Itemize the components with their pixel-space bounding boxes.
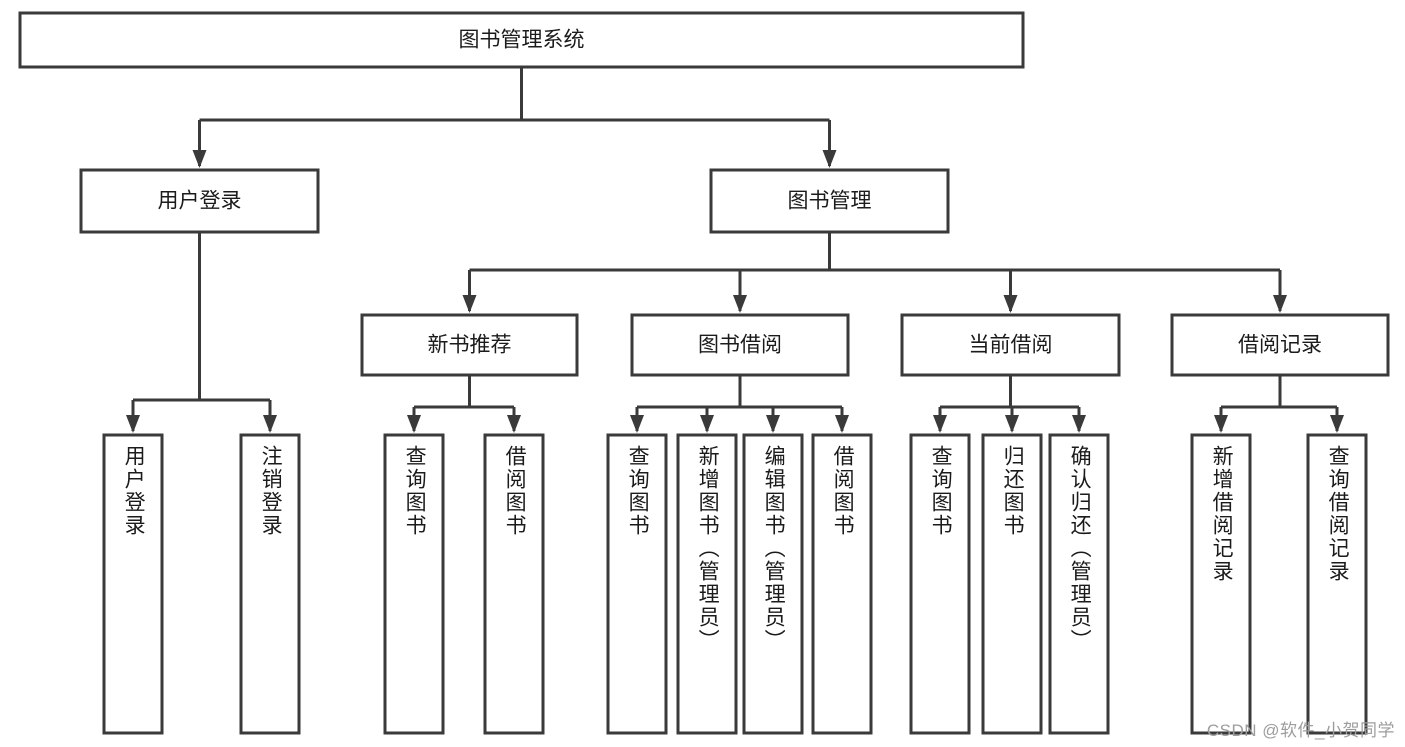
node-level3-label-3: 借阅记录 (1238, 334, 1322, 357)
node-leaf-box-8[interactable] (909, 433, 971, 735)
node-level3-label-1: 图书借阅 (698, 334, 782, 357)
arrow-head-icon (263, 415, 277, 433)
node-leaf-box-1[interactable] (239, 433, 301, 735)
node-leaf-box-11[interactable] (1190, 433, 1252, 735)
connector-layer (126, 67, 1344, 433)
node-leaf-box-9[interactable] (981, 433, 1043, 735)
node-level3-label-0: 新书推荐 (428, 334, 512, 357)
arrow-head-icon (733, 295, 747, 313)
node-level3-box-0[interactable] (360, 313, 579, 377)
node-level3-box-1[interactable] (630, 313, 850, 377)
node-leaf-box-12[interactable] (1306, 433, 1368, 735)
node-level3-label-2: 当前借阅 (969, 334, 1053, 357)
arrow-head-icon (1072, 415, 1086, 433)
arrow-head-icon (630, 415, 644, 433)
arrow-head-icon (407, 415, 421, 433)
node-leaf-box-2[interactable] (383, 433, 445, 735)
arrow-head-icon (1005, 415, 1019, 433)
arrow-head-icon (126, 415, 140, 433)
node-root-label: 图书管理系统 (459, 29, 585, 52)
node-root-box[interactable] (18, 11, 1025, 69)
arrow-head-icon (700, 415, 714, 433)
arrow-head-icon (507, 415, 521, 433)
arrow-head-icon (933, 415, 947, 433)
arrow-head-icon (766, 415, 780, 433)
node-level2-box-1[interactable] (709, 168, 950, 234)
node-leaf-box-3[interactable] (483, 433, 545, 735)
node-level2-box-0[interactable] (79, 168, 320, 234)
node-level3-box-2[interactable] (900, 313, 1121, 377)
node-level2-label-1: 图书管理 (788, 190, 872, 213)
arrow-head-icon (822, 150, 837, 168)
node-leaf-box-5[interactable] (676, 433, 738, 735)
arrow-head-icon (1214, 415, 1228, 433)
node-leaf-box-6[interactable] (742, 433, 804, 735)
node-leaf-box-4[interactable] (606, 433, 668, 735)
arrow-head-icon (462, 295, 477, 313)
arrow-head-icon (1003, 295, 1018, 313)
watermark-text: CSDN @软件_小贺同学 (1206, 721, 1395, 740)
arrow-head-icon (192, 150, 207, 168)
node-level2-label-0: 用户登录 (158, 190, 242, 213)
arrow-head-icon (835, 415, 849, 433)
node-leaf-box-7[interactable] (811, 433, 873, 735)
node-leaf-box-0[interactable] (102, 433, 164, 735)
arrow-head-icon (1273, 295, 1287, 313)
arrow-head-icon (1330, 415, 1344, 433)
node-level3-box-3[interactable] (1170, 313, 1390, 377)
node-leaf-box-10[interactable] (1048, 433, 1110, 735)
